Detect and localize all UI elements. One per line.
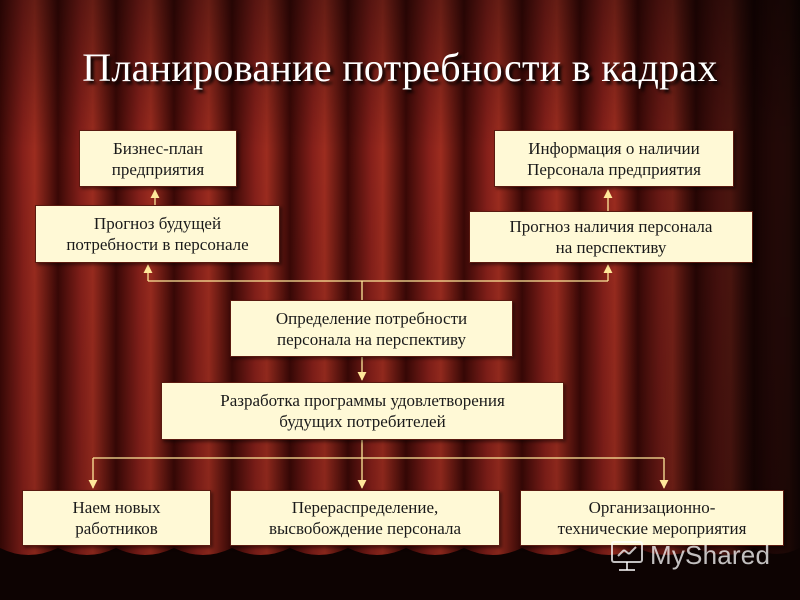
box-line: Организационно- <box>588 498 716 517</box>
presentation-board-icon <box>611 541 643 571</box>
box-future-need-forecast: Прогноз будущей потребности в персонале <box>35 205 280 263</box>
box-line: Прогноз наличия персонала <box>509 217 713 236</box>
slide-title: Планирование потребности в кадрах <box>82 45 718 90</box>
box-redistribution: Перераспределение, высвобождение персонал… <box>230 490 500 546</box>
box-line: Определение потребности <box>275 308 468 328</box>
box-line: будущих потребителей <box>279 412 446 431</box>
box-line: технические мероприятия <box>557 519 747 538</box>
box-line: Наем новых <box>72 498 161 517</box>
box-line: на перспективу <box>555 238 667 257</box>
watermark-text: MyShared <box>650 540 771 570</box>
box-line: Перераспределение, <box>291 498 439 517</box>
box-availability-forecast: Прогноз наличия персонала на перспективу <box>469 211 753 263</box>
box-line: предприятия <box>111 159 205 179</box>
box-line: высвобождение персонала <box>268 519 462 538</box>
box-line: Прогноз будущей <box>93 214 222 233</box>
box-line: персонала на перспективу <box>277 329 466 349</box>
box-hiring: Наем новых работников <box>22 490 211 546</box>
box-line: Бизнес-план <box>112 138 204 158</box>
box-line: потребности в персонале <box>66 235 249 254</box>
box-line: Персонала предприятия <box>527 159 701 179</box>
box-program-development: Разработка программы удовлетворения будущ… <box>161 382 564 440</box>
box-line: Разработка программы удовлетворения <box>220 391 505 410</box>
box-org-tech-measures: Организационно-технические мероприятия <box>520 490 784 546</box>
box-line: работников <box>75 519 158 538</box>
box-line: Информация о наличии <box>528 138 700 158</box>
